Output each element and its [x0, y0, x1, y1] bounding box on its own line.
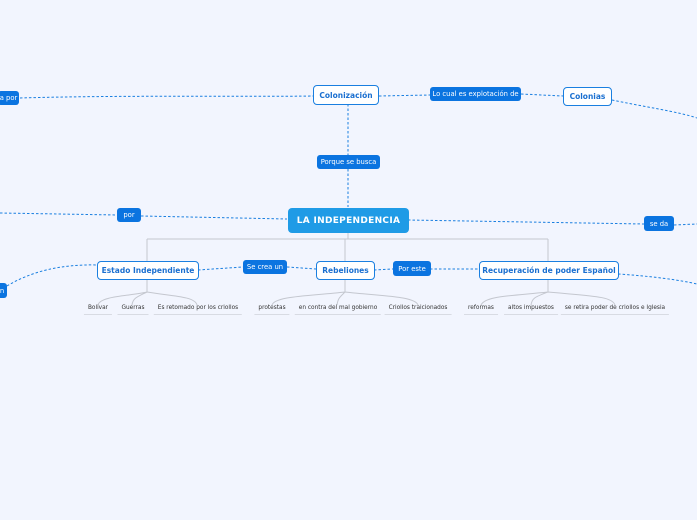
leaf-mal-gobierno[interactable]: en contra del mal gobierno	[294, 305, 382, 315]
link-label-por-este[interactable]: Por este	[393, 261, 431, 276]
node-colonizacion[interactable]: Colonización	[313, 85, 379, 105]
node-rebeliones[interactable]: Rebeliones	[316, 261, 375, 280]
node-colonias[interactable]: Colonias	[563, 87, 612, 106]
leaf-reformas[interactable]: reformas	[464, 305, 498, 315]
node-recuperacion[interactable]: Recuperación de poder Español	[479, 261, 619, 280]
leaf-guerras[interactable]: Guerras	[117, 305, 149, 315]
leaf-retomado[interactable]: Es retomado por los criollos	[153, 305, 243, 315]
link-label-se-crea[interactable]: Se crea un	[243, 260, 287, 274]
central-topic[interactable]: LA INDEPENDENCIA	[288, 208, 409, 233]
link-label-porque[interactable]: Porque se busca	[317, 155, 380, 169]
link-label-left-bottom[interactable]: n	[0, 283, 7, 298]
leaf-protestas[interactable]: protestas	[254, 305, 290, 315]
leaf-bolivar[interactable]: Bolivar	[83, 305, 113, 315]
link-label-se-da[interactable]: se da	[644, 216, 674, 231]
leaf-criollos-traicionados[interactable]: Criollos traicionados	[384, 305, 452, 315]
leaf-retira-poder[interactable]: se retira poder de criollos e Iglesia	[560, 305, 670, 315]
link-label-por[interactable]: por	[117, 208, 141, 222]
link-label-left-top[interactable]: a por	[0, 91, 19, 105]
link-label-explotacion[interactable]: Lo cual es explotación de	[430, 87, 521, 101]
leaf-altos-impuestos[interactable]: altos impuestos	[504, 305, 558, 315]
node-estado-independiente[interactable]: Estado Independiente	[97, 261, 199, 280]
